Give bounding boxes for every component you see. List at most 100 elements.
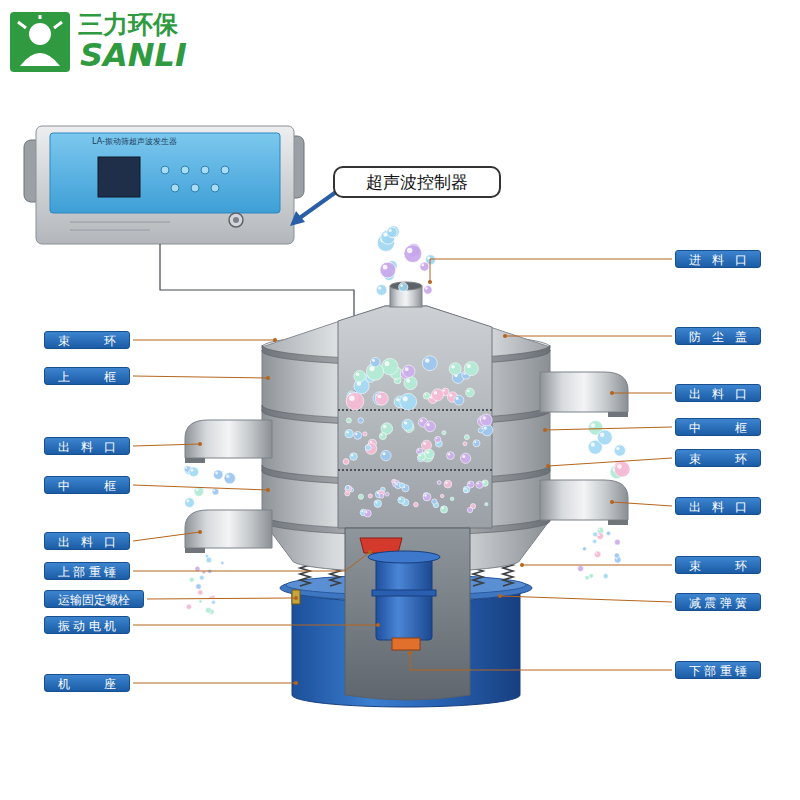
lower-weight xyxy=(392,638,420,650)
particle-shine xyxy=(595,552,597,554)
particle xyxy=(403,365,415,377)
leader-dot xyxy=(266,376,270,380)
leader-dot xyxy=(503,334,507,338)
cutaway-interior xyxy=(338,306,492,528)
part-label: 上框 xyxy=(44,367,130,385)
leader-line xyxy=(500,596,672,602)
particle xyxy=(594,551,601,558)
controller-button xyxy=(211,184,219,192)
particle xyxy=(597,430,612,445)
label-text: 运输固定螺栓 xyxy=(58,591,130,609)
discharge-spout xyxy=(540,480,628,520)
label-text: 进料口 xyxy=(689,251,747,269)
discharge-spout xyxy=(185,420,272,458)
particle xyxy=(423,493,431,501)
particle-shine xyxy=(425,287,428,290)
particle xyxy=(343,459,349,465)
particle xyxy=(198,590,203,595)
leader-line xyxy=(133,485,268,490)
leader-dot xyxy=(543,428,547,432)
controller-print xyxy=(70,229,150,231)
particle xyxy=(398,497,405,504)
leader-dot xyxy=(408,651,412,655)
particle-shine xyxy=(468,482,470,484)
label-text: 出料口 xyxy=(689,498,747,516)
part-label: 运输固定螺栓 xyxy=(44,590,144,608)
particle-shine xyxy=(483,481,485,483)
particle xyxy=(450,497,454,501)
particle-shine xyxy=(427,423,430,426)
particle xyxy=(205,554,209,558)
particle-shine xyxy=(215,472,218,475)
particle-shine xyxy=(383,265,388,270)
particle-shine xyxy=(420,419,423,422)
ultrasonic-controller xyxy=(24,126,304,244)
label-text: 中框 xyxy=(689,419,747,437)
particle xyxy=(196,584,201,589)
particle xyxy=(387,227,397,237)
particle xyxy=(442,431,446,435)
particle xyxy=(447,452,455,460)
particle xyxy=(435,436,441,442)
label-text: 束环 xyxy=(58,332,116,350)
controller-button xyxy=(201,166,209,174)
particle xyxy=(399,483,404,488)
particle-shine xyxy=(396,483,398,485)
particle xyxy=(382,358,398,374)
leader-line xyxy=(548,458,672,466)
particle xyxy=(375,392,388,405)
cutaway-lower xyxy=(345,528,470,700)
particle-shine xyxy=(617,464,622,469)
label-text: 中框 xyxy=(58,477,116,495)
label-text: 出料口 xyxy=(58,533,116,551)
screen-mesh xyxy=(338,409,492,411)
particle-shine xyxy=(378,394,382,398)
part-label: 进料口 xyxy=(675,250,761,268)
particle-shine xyxy=(349,396,354,401)
particle xyxy=(593,532,598,537)
particle-shine xyxy=(351,454,353,456)
particle xyxy=(466,388,475,397)
label-text: 防尘盖 xyxy=(689,328,747,346)
particle xyxy=(582,547,586,551)
power-switch-core xyxy=(233,217,239,223)
particle-shine xyxy=(424,494,426,496)
particle xyxy=(422,356,437,371)
leader-dot xyxy=(428,280,432,284)
particle xyxy=(376,284,387,295)
logo-icon xyxy=(10,12,70,72)
particle xyxy=(414,502,419,507)
leader-line xyxy=(410,653,672,670)
particle-shine xyxy=(449,394,452,397)
particle xyxy=(597,533,604,540)
pointer-arrow-shaft xyxy=(301,192,336,217)
leader-line xyxy=(147,598,296,599)
particle-shine xyxy=(375,501,377,503)
particle xyxy=(211,600,215,604)
leader-dot xyxy=(294,681,298,685)
particle xyxy=(485,503,488,506)
leader-line xyxy=(133,683,296,684)
particle xyxy=(480,414,492,426)
leader-dot xyxy=(610,391,614,395)
leader-line xyxy=(505,336,672,337)
particle-shine xyxy=(456,397,459,400)
part-label: 上部重锤 xyxy=(44,562,130,580)
particle xyxy=(381,450,391,460)
particle xyxy=(402,419,413,430)
logo-rays xyxy=(18,15,62,28)
discharge-spout xyxy=(185,510,272,548)
particle-shine xyxy=(598,528,600,530)
particle xyxy=(368,494,372,498)
particle-shine xyxy=(186,500,189,503)
particle-shine xyxy=(434,391,438,395)
controller-panel xyxy=(50,133,280,213)
leader-line xyxy=(133,625,378,626)
particle xyxy=(345,485,349,489)
spout-outlet xyxy=(608,412,628,417)
callout-box: 超声波控制器 xyxy=(333,166,501,198)
controller-screen xyxy=(98,157,140,197)
particle xyxy=(350,453,358,461)
particle xyxy=(440,506,447,513)
